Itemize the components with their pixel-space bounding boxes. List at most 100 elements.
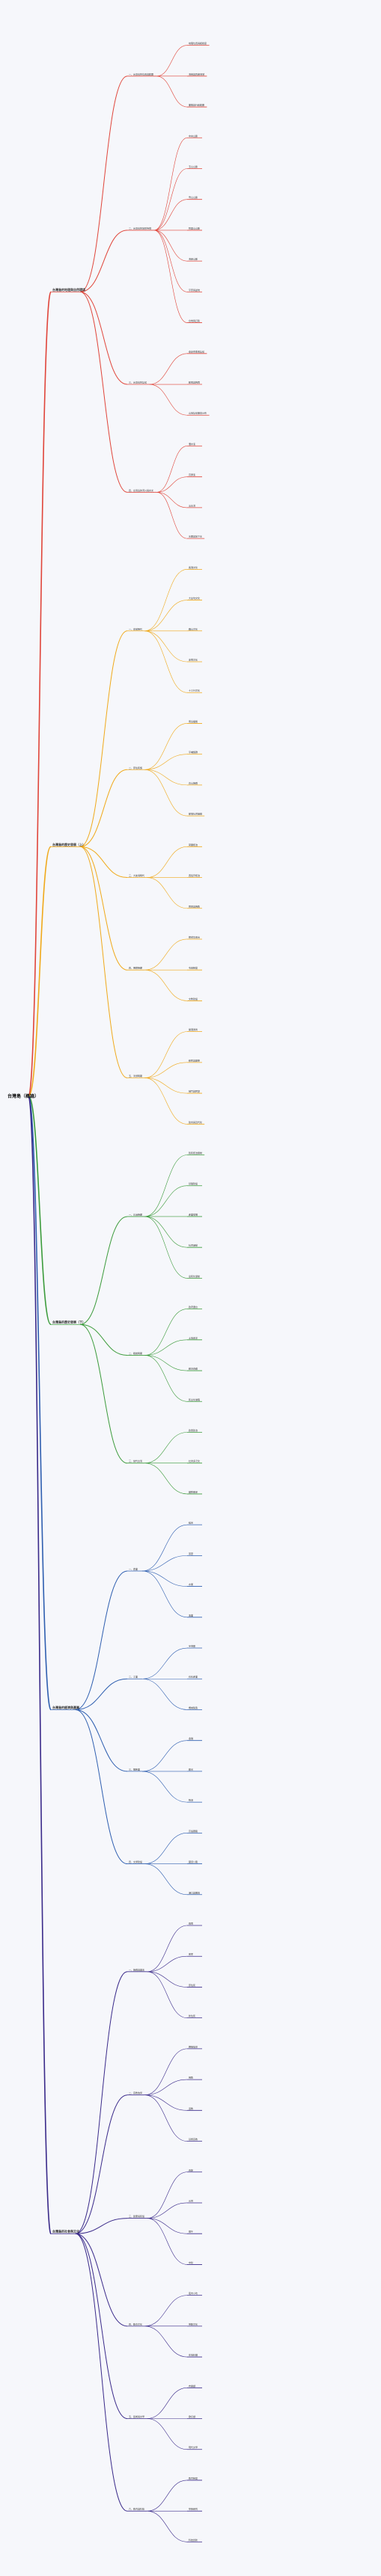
leaf-node[interactable]: 國道公路 (189, 1860, 198, 1863)
leaf-node[interactable]: 長濱文化 (189, 565, 198, 569)
leaf-node[interactable]: 佛教 (189, 2076, 193, 2079)
level2-node[interactable]: 四、交通建設 (129, 1860, 142, 1863)
level2-node[interactable]: 一、日治時期 (129, 1212, 142, 1216)
level2-node[interactable]: 三、服務業 (129, 1767, 140, 1771)
level2-node[interactable]: 三、大航海時代 (129, 873, 144, 877)
leaf-node[interactable]: 在地料理 (189, 2353, 198, 2357)
leaf-node[interactable]: 機械製造 (189, 1706, 198, 1709)
leaf-node[interactable]: 物流 (189, 1798, 193, 1802)
level2-node[interactable]: 二、戰後時期 (129, 1351, 142, 1355)
level1-node[interactable]: 台灣島的社會與文化 (52, 2229, 79, 2234)
level1-node[interactable]: 台灣島的歷史發展（下） (52, 1320, 85, 1324)
leaf-node[interactable]: 基礎建設 (189, 1181, 198, 1185)
leaf-node[interactable]: 南島語族 (189, 719, 198, 723)
leaf-node[interactable]: 颱風與梅雨 (189, 381, 200, 384)
level2-node[interactable]: 六、教育與科技 (129, 2507, 144, 2511)
leaf-node[interactable]: 道教 (189, 2106, 193, 2110)
leaf-node[interactable]: 閩南 (189, 1922, 193, 1925)
level2-node[interactable]: 二、台灣島的地形特徵 (129, 226, 151, 230)
level2-node[interactable]: 二、宗教信仰 (129, 2091, 142, 2094)
leaf-node[interactable]: 客家 (189, 1952, 193, 1956)
leaf-node[interactable]: 社會運動 (189, 1244, 198, 1247)
leaf-node[interactable]: 港口與機場 (189, 1890, 200, 1894)
leaf-node[interactable]: 面積與行政範圍 (189, 103, 204, 107)
leaf-node[interactable]: 平埔族群 (189, 750, 198, 754)
leaf-node[interactable]: 高屏溪 (189, 473, 195, 476)
leaf-node[interactable]: 淡水河 (189, 503, 195, 507)
level2-node[interactable]: 一、史前時代 (129, 627, 142, 630)
leaf-node[interactable]: 茶葉 (189, 1552, 193, 1555)
leaf-node[interactable]: 高山族群 (189, 781, 198, 784)
level2-node[interactable]: 三、當代台灣 (129, 1459, 142, 1463)
level2-node[interactable]: 一、族群與語言 (129, 1967, 144, 1971)
level2-node[interactable]: 四、明鄭時期 (129, 966, 142, 970)
leaf-node[interactable]: 經濟奇蹟 (189, 1367, 198, 1371)
level2-node[interactable]: 二、工業 (129, 1675, 138, 1679)
level1-node[interactable]: 台灣島的經濟與產業 (52, 1705, 79, 1709)
leaf-node[interactable]: 石化產業 (189, 1675, 198, 1679)
leaf-node[interactable]: 山地氣候垂直分布 (189, 411, 207, 415)
leaf-node[interactable]: 械鬥與民變 (189, 1089, 200, 1093)
leaf-node[interactable]: 政黨政治 (189, 1428, 198, 1432)
leaf-node[interactable]: 茶飲文化 (189, 2322, 198, 2326)
leaf-node[interactable]: 政府遷台 (189, 1305, 198, 1309)
leaf-node[interactable]: 水果 (189, 1582, 193, 1586)
leaf-node[interactable]: 玉山山脈 (189, 165, 198, 168)
leaf-node[interactable]: 基督宗教 (189, 2137, 198, 2141)
leaf-node[interactable]: 鄭成功來台 (189, 935, 200, 938)
leaf-node[interactable]: 產業發展 (189, 1212, 198, 1216)
leaf-node[interactable]: 中央山脈 (189, 134, 198, 138)
leaf-node[interactable]: 現代文學 (189, 2445, 198, 2449)
leaf-node[interactable]: 台地與丘陵 (189, 319, 200, 322)
leaf-node[interactable]: 皇民化運動 (189, 1274, 200, 1278)
leaf-node[interactable]: 濁水溪 (189, 442, 195, 446)
leaf-node[interactable]: 貿易與傳教 (189, 904, 200, 908)
leaf-node[interactable]: 新住民 (189, 2014, 195, 2017)
leaf-node[interactable]: 夜市小吃 (189, 2291, 198, 2295)
leaf-node[interactable]: 平原與盆地 (189, 288, 200, 292)
leaf-node[interactable]: 建省與近代化 (189, 1120, 202, 1124)
leaf-node[interactable]: 高速鐵路 (189, 1829, 198, 1833)
leaf-node[interactable]: 媽祖信仰 (189, 2044, 198, 2048)
leaf-node[interactable]: 元宵 (189, 2198, 193, 2202)
leaf-node[interactable]: 教育制度 (189, 2476, 198, 2480)
leaf-node[interactable]: 水庫與地下水 (189, 535, 202, 538)
level2-node[interactable]: 五、藝術與文學 (129, 2414, 144, 2418)
leaf-node[interactable]: 殖民統治體制 (189, 1151, 202, 1155)
leaf-node[interactable]: 屯田制度 (189, 966, 198, 970)
leaf-node[interactable]: 國際關係 (189, 1490, 198, 1493)
leaf-node[interactable]: 移民與開墾 (189, 1058, 200, 1062)
leaf-node[interactable]: 阿里山山脈 (189, 226, 200, 230)
level2-node[interactable]: 四、台灣島的河川與水文 (129, 488, 153, 492)
level2-node[interactable]: 一、台灣島的位置與範圍 (129, 72, 153, 76)
level2-node[interactable]: 三、節慶與民俗 (129, 2214, 144, 2218)
leaf-node[interactable]: 地理位置與經緯度 (189, 41, 207, 45)
level2-node[interactable]: 一、農業 (129, 1567, 138, 1570)
root-node-label[interactable]: 台灣島（概論） (7, 1093, 39, 1099)
leaf-node[interactable]: 原住民 (189, 1983, 195, 1987)
level2-node[interactable]: 五、清領時期 (129, 1074, 142, 1078)
leaf-node[interactable]: 布袋戲 (189, 2384, 195, 2388)
leaf-node[interactable]: 土地改革 (189, 1335, 198, 1339)
level2-node[interactable]: 三、台灣島的氣候 (129, 381, 147, 384)
leaf-node[interactable]: 大坌坑文化 (189, 596, 200, 600)
level1-node[interactable]: 台灣島的歷史發展（上） (52, 842, 85, 846)
leaf-node[interactable]: 雪山山脈 (189, 195, 198, 199)
leaf-node[interactable]: 歌仔戲 (189, 2414, 195, 2418)
leaf-node[interactable]: 觀光 (189, 1767, 193, 1771)
level1-node[interactable]: 台灣島的地理與自然環境 (52, 287, 85, 292)
leaf-node[interactable]: 科技創新 (189, 2538, 198, 2542)
leaf-node[interactable]: 海峽與周邊海域 (189, 72, 204, 76)
leaf-node[interactable]: 端午 (189, 2230, 193, 2234)
leaf-node[interactable]: 亞熱帶季風氣候 (189, 349, 204, 353)
leaf-node[interactable]: 漁業 (189, 1613, 193, 1617)
leaf-node[interactable]: 圓山文化 (189, 627, 198, 630)
leaf-node[interactable]: 春節 (189, 2168, 193, 2171)
leaf-node[interactable]: 社會多元化 (189, 1459, 200, 1463)
leaf-node[interactable]: 十三行文化 (189, 689, 200, 692)
leaf-node[interactable]: 稻米 (189, 1521, 193, 1525)
leaf-node[interactable]: 中秋 (189, 2260, 193, 2264)
leaf-node[interactable]: 部落社會組織 (189, 812, 202, 816)
leaf-node[interactable]: 西班牙統治 (189, 873, 200, 877)
leaf-node[interactable]: 開港通商 (189, 1027, 198, 1031)
